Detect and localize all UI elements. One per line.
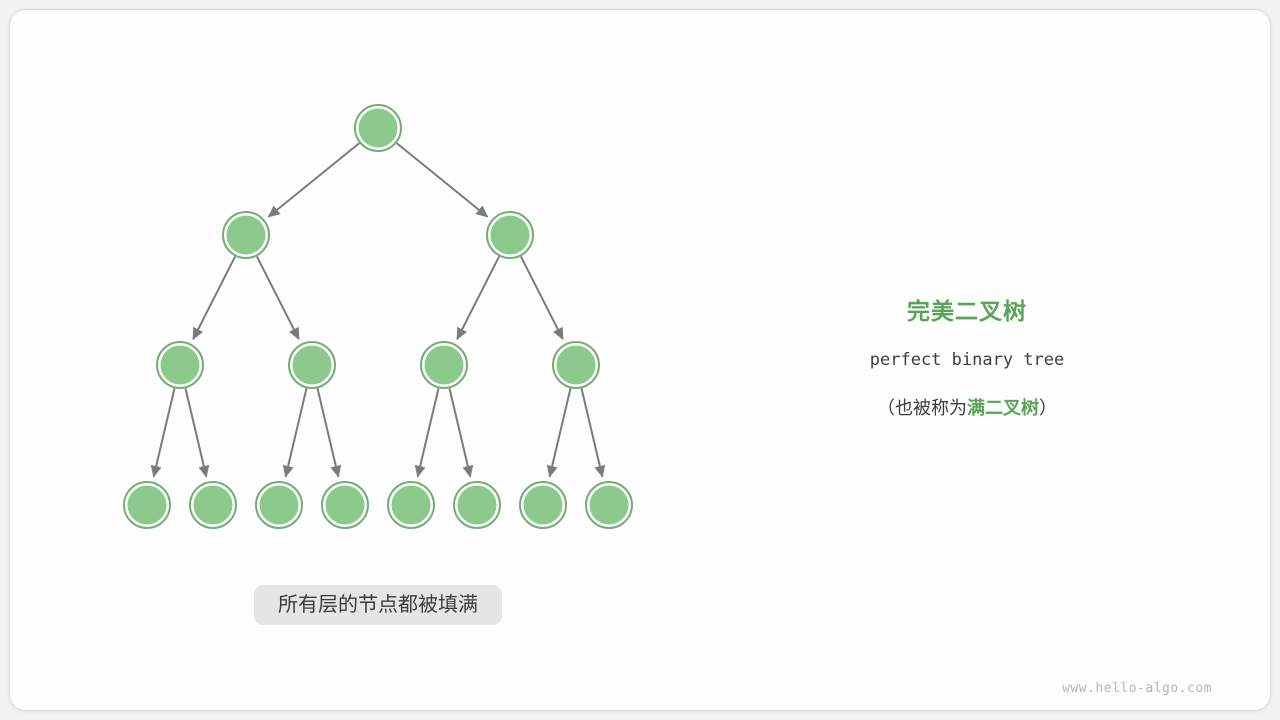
tree-edge	[456, 255, 501, 341]
tree-node	[486, 211, 534, 259]
tree-node	[519, 481, 567, 529]
tree-node	[156, 341, 204, 389]
tree-edge	[546, 388, 572, 478]
tree-edge	[519, 255, 564, 341]
tree-node	[453, 481, 501, 529]
tree-title-en: perfect binary tree	[869, 350, 1065, 370]
tree-edge	[184, 388, 210, 478]
tree-node	[321, 481, 369, 529]
tree-title-zh: 完美二叉树	[907, 298, 1027, 324]
tree-node	[552, 341, 600, 389]
tree-node	[255, 481, 303, 529]
tree-node	[288, 341, 336, 389]
tree-node	[354, 104, 402, 152]
tree-edges-layer	[150, 142, 606, 478]
tree-edge	[192, 255, 237, 341]
tree-node	[123, 481, 171, 529]
tree-node	[222, 211, 270, 259]
tree-node	[387, 481, 435, 529]
tree-node	[189, 481, 237, 529]
tree-node	[420, 341, 468, 389]
figure-card	[9, 9, 1271, 711]
caption-pill: 所有层的节点都被填满	[254, 585, 502, 625]
tree-alias-note: （也被称为满二叉树）	[870, 395, 1064, 421]
tree-edge	[255, 255, 300, 341]
note-highlight: 满二叉树	[967, 398, 1039, 418]
tree-edge	[580, 388, 606, 478]
tree-node	[585, 481, 633, 529]
watermark: www.hello-algo.com	[1062, 681, 1212, 696]
note-prefix: （也被称为	[877, 398, 967, 418]
tree-edge	[414, 388, 440, 478]
tree-edge	[316, 388, 342, 478]
tree-edge	[396, 142, 489, 218]
tree-edge	[267, 142, 360, 218]
tree-edge	[282, 388, 308, 478]
note-suffix: ）	[1039, 398, 1057, 418]
tree-edge	[448, 388, 474, 478]
tree-nodes-layer	[123, 104, 633, 529]
tree-edge	[150, 388, 176, 478]
annotation-block: 完美二叉树 perfect binary tree （也被称为满二叉树）	[870, 296, 1064, 421]
